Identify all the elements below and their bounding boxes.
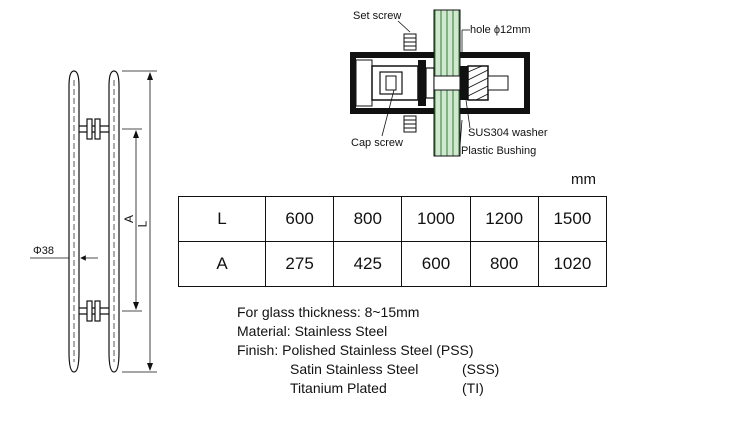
table-row-l: L 600 800 1000 1200 1500 (178, 196, 608, 242)
label-cap-screw: Cap screw (351, 137, 403, 149)
label-set-screw: Set screw (353, 10, 402, 22)
cell-a-2: 425 (333, 241, 403, 287)
table-unit: mm (571, 171, 596, 188)
cell-l-2: 800 (333, 196, 403, 242)
cell-l-5: 1500 (537, 196, 608, 242)
row-header-l: L (178, 196, 266, 242)
finish-ti-code: (TI) (462, 380, 484, 396)
mounting-cross-section (350, 9, 530, 157)
cell-a-3: 600 (401, 241, 471, 287)
standoff-top (79, 118, 109, 140)
finish-sss-code: (SSS) (462, 361, 500, 377)
finish-sss-name: Satin Stainless Steel (290, 361, 419, 377)
label-diameter: Φ38 (33, 245, 55, 257)
cell-l-1: 600 (264, 196, 335, 242)
note-finish-ti: Titanium Plated (TI) (237, 379, 484, 398)
note-thickness: For glass thickness: 8~15mm (237, 304, 420, 320)
cell-l-3: 1000 (401, 196, 471, 242)
note-finish-sss: Satin Stainless Steel (SSS) (237, 360, 499, 379)
set-screw-top (403, 33, 417, 51)
note-material: Material: Stainless Steel (237, 323, 388, 339)
handle-side-view (30, 70, 157, 373)
set-screw-bottom (403, 115, 417, 133)
cell-a-1: 275 (264, 241, 335, 287)
note-finish: Finish: Polished Stainless Steel (PSS) (237, 342, 474, 358)
label-plastic-bushing: Plastic Bushing (461, 145, 537, 157)
row-header-a: A (178, 241, 266, 287)
label-dimension-a: A (122, 214, 137, 224)
cell-a-4: 800 (469, 241, 539, 287)
cell-a-5: 1020 (537, 241, 608, 287)
label-dimension-l: L (135, 220, 150, 228)
spec-notes: For glass thickness: 8~15mm Material: St… (237, 303, 499, 398)
label-hole: hole ϕ12mm (470, 24, 531, 36)
finish-ti-name: Titanium Plated (290, 380, 387, 396)
dimension-table: L 600 800 1000 1200 1500 A 275 425 600 8… (178, 196, 608, 287)
table-row-a: A 275 425 600 800 1020 (178, 241, 608, 287)
handle-bar-right (108, 70, 120, 373)
cell-l-4: 1200 (469, 196, 539, 242)
handle-bar-left (68, 70, 80, 373)
standoff-bottom (79, 300, 109, 322)
label-sus304-washer: SUS304 washer (468, 127, 548, 139)
